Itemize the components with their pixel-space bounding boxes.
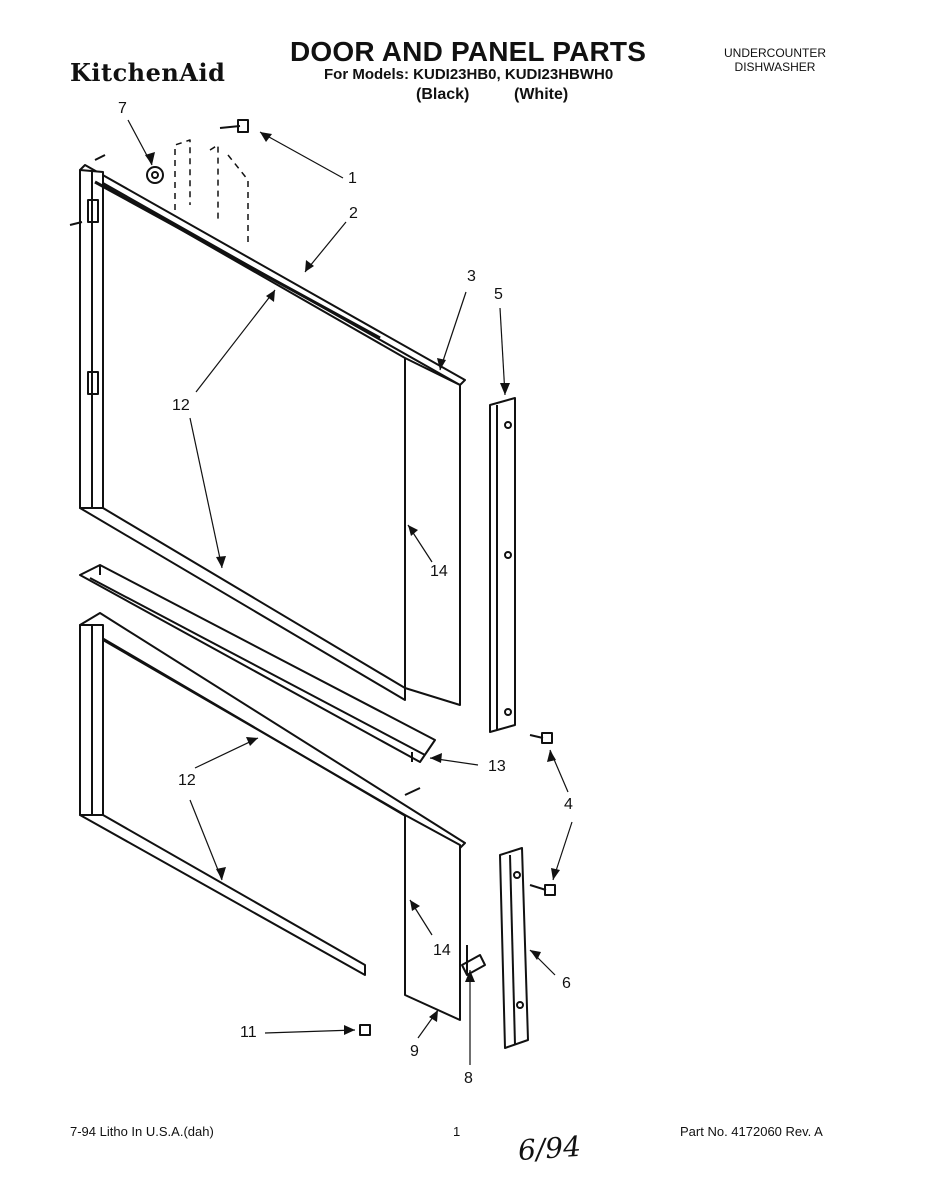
screw-item-4-lower xyxy=(529,884,556,896)
callout-7: 7 xyxy=(118,100,127,117)
model-numbers: For Models: KUDI23HB0, KUDI23HBWH0 xyxy=(324,66,614,83)
category-line-2: DISHWASHER xyxy=(734,60,816,74)
callout-1: 1 xyxy=(348,170,357,187)
upper-trim-strip xyxy=(94,180,381,340)
callout-14-upper: 14 xyxy=(430,563,448,580)
product-category: UNDERCOUNTER DISHWASHER xyxy=(700,46,850,74)
callout-12-lower: 12 xyxy=(178,772,196,789)
callout-5: 5 xyxy=(494,286,503,303)
callout-14-lower: 14 xyxy=(433,942,451,959)
part-number: Part No. 4172060 Rev. A xyxy=(680,1124,823,1139)
screw-item-1 xyxy=(219,119,249,133)
variant-black: (Black) xyxy=(416,86,470,103)
brand-logo: KitchenAid xyxy=(70,58,226,87)
category-line-1: UNDERCOUNTER xyxy=(724,46,826,60)
upper-door-frame xyxy=(69,154,466,701)
right-side-trim-lower xyxy=(499,847,529,1049)
page-number: 1 xyxy=(453,1124,461,1139)
callout-4: 4 xyxy=(564,796,573,813)
lower-panel xyxy=(404,787,461,1021)
door-handle xyxy=(79,564,436,763)
footer-print-info: 7-94 Litho In U.S.A.(dah) xyxy=(70,1124,214,1139)
hinge-bracket-dashed xyxy=(174,139,249,245)
callout-12-upper: 12 xyxy=(172,397,190,414)
callout-2: 2 xyxy=(349,205,358,222)
handwritten-date: 6/94 xyxy=(516,1129,582,1168)
screw-item-11 xyxy=(359,1024,371,1036)
variant-white: (White) xyxy=(514,86,569,103)
callout-9: 9 xyxy=(410,1043,419,1060)
bracket-item-8 xyxy=(461,945,486,976)
callout-6: 6 xyxy=(562,975,571,992)
callout-13: 13 xyxy=(488,758,506,775)
right-side-trim-upper xyxy=(489,397,516,733)
callout-11: 11 xyxy=(240,1024,257,1041)
nut-item-7 xyxy=(146,166,164,184)
lower-door-frame xyxy=(79,612,466,976)
leader-arrowheads xyxy=(145,132,560,1035)
callout-3: 3 xyxy=(467,268,476,285)
screw-item-4-upper xyxy=(529,732,553,744)
callout-8: 8 xyxy=(464,1070,473,1087)
page-title: DOOR AND PANEL PARTS xyxy=(290,36,647,67)
upper-panel xyxy=(102,185,461,706)
